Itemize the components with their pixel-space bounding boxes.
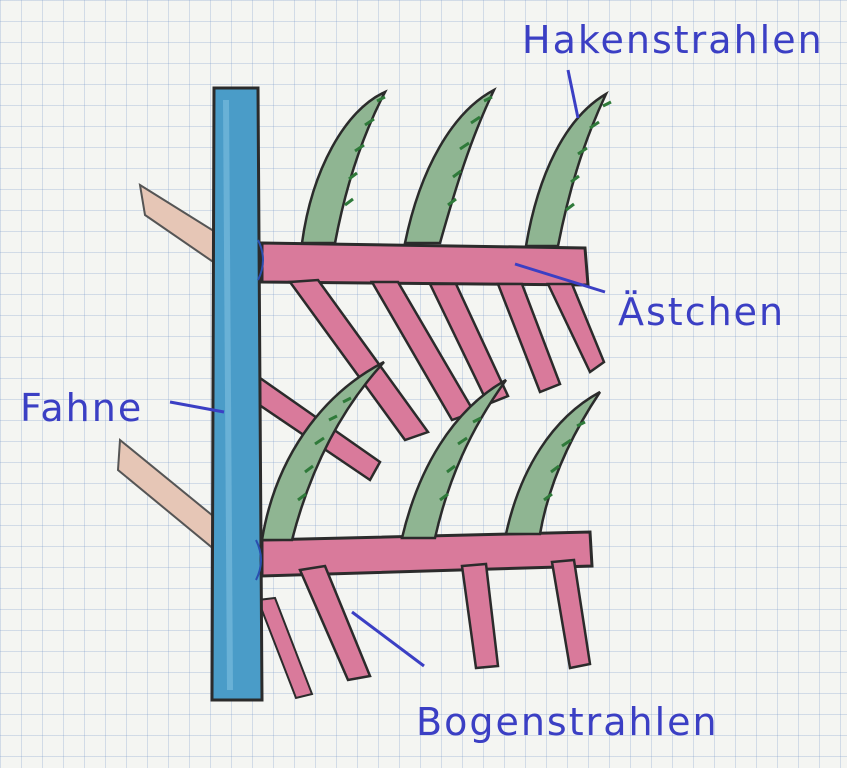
upper-barb	[262, 243, 604, 440]
feather-shaft	[212, 88, 263, 700]
upper-hooklets	[302, 90, 611, 246]
label-bogenstrahlen: Bogenstrahlen	[416, 700, 719, 744]
label-hakenstrahlen: Hakenstrahlen	[522, 18, 824, 62]
label-aestchen: Ästchen	[618, 290, 785, 334]
label-fahne: Fahne	[20, 386, 143, 430]
hakenstrahlen-leader	[568, 70, 578, 118]
left-side-branches	[118, 185, 225, 550]
